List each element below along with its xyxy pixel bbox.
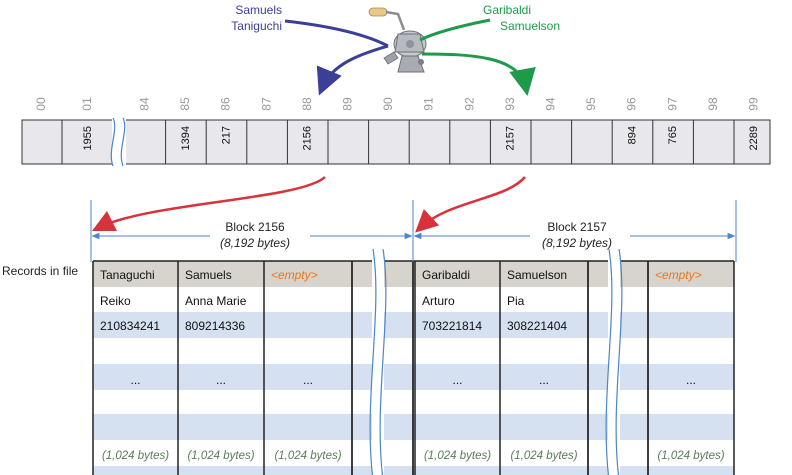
slot-label: 98 (706, 97, 720, 111)
slot-label: 96 (625, 97, 639, 111)
slot-label: 87 (259, 97, 273, 111)
hash-arrow-green (419, 18, 491, 42)
record-id: 210834241 (100, 319, 160, 333)
record-size-note: (1,024 bytes) (274, 450, 341, 462)
slot-value: 2289 (748, 126, 760, 150)
slot-label: 00 (34, 97, 48, 111)
slot-value: 2156 (302, 126, 314, 150)
record-id: 809214336 (185, 319, 245, 333)
hash-input-samuels: Samuels (235, 3, 282, 17)
pointer-arrow-2156 (91, 176, 326, 232)
slot-label: 97 (665, 97, 679, 111)
record-header: <empty> (655, 268, 702, 282)
hash-arrow-blue (284, 19, 389, 48)
record-id: 308221404 (507, 319, 567, 333)
block-break-gap (608, 249, 620, 475)
record-size-note: (1,024 bytes) (510, 450, 577, 462)
slot-value: 1955 (82, 126, 94, 150)
hash-arrow-blue-to-88 (316, 44, 389, 96)
record-id: 703221814 (422, 319, 482, 333)
block-break-line (605, 248, 613, 475)
record-size-note: (1,024 bytes) (657, 450, 724, 462)
record-ellipsis: ... (130, 373, 140, 387)
table-break-gap (112, 119, 126, 165)
record-first-name: Arturo (422, 294, 455, 308)
meat-grinder-icon (368, 7, 427, 73)
slot-value: 894 (626, 126, 638, 144)
slot-value: 217 (220, 126, 232, 144)
record-header: Garibaldi (422, 268, 470, 282)
slot-label: 91 (422, 97, 436, 111)
slot-label: 95 (584, 97, 598, 111)
hash-input-taniguchi: Taniguchi (231, 19, 282, 33)
record-first-name: Pia (507, 294, 525, 308)
table-break-line (110, 117, 116, 167)
block-title-2157: Block 2157 (547, 220, 607, 234)
record-ellipsis: ... (216, 373, 226, 387)
record-first-name: Anna Marie (185, 294, 247, 308)
block-break-line (615, 248, 623, 475)
block-title-2156: Block 2156 (225, 220, 285, 234)
record-ellipsis: ... (303, 373, 313, 387)
slot-value: 2157 (505, 126, 517, 150)
slot-label: 84 (137, 97, 151, 111)
slot-label: 90 (381, 97, 395, 111)
slot-label: 86 (219, 97, 233, 111)
slot-value: 1394 (180, 126, 192, 150)
record-first-name: Reiko (100, 294, 131, 308)
record-header: Tanaguchi (100, 268, 155, 282)
pointer-arrow-2157 (415, 176, 526, 233)
table-break-line (120, 117, 126, 167)
slot-label: 88 (300, 97, 314, 111)
slot-label: 93 (503, 97, 517, 111)
block-size-2156: (8,192 bytes) (220, 236, 290, 250)
record-header: <empty> (271, 268, 318, 282)
record-ellipsis: ... (452, 373, 462, 387)
hash-arrow-green-to-93 (421, 52, 536, 96)
slot-value: 765 (667, 126, 679, 144)
block-size-2157: (8,192 bytes) (542, 236, 612, 250)
slot-label: 94 (543, 97, 557, 111)
record-header: Samuelson (507, 268, 567, 282)
slot-label: 89 (340, 97, 354, 111)
block-break-line (379, 248, 387, 475)
block-break-line (369, 248, 377, 475)
record-size-note: (1,024 bytes) (424, 450, 491, 462)
slot-label: 99 (746, 97, 760, 111)
record-ellipsis: ... (686, 373, 696, 387)
slot-labels: 00 01 84 85 86 87 88 89 90 91 92 93 94 95 96 97 98 99 (34, 97, 760, 111)
block-break-gap (372, 249, 384, 475)
slot-label: 01 (80, 97, 94, 111)
hash-table: 1955 1394 217 2156 2157 894 765 2289 (21, 117, 771, 167)
hash-input-garibaldi: Garibaldi (483, 3, 531, 17)
record-header: Samuels (185, 268, 232, 282)
slot-label: 85 (178, 97, 192, 111)
slot-label: 92 (462, 97, 476, 111)
record-size-note: (1,024 bytes) (187, 450, 254, 462)
hash-table-band (21, 119, 771, 165)
hash-input-samuelson: Samuelson (500, 19, 560, 33)
records-in-file-label: Records in file (2, 264, 78, 278)
record-ellipsis: ... (539, 373, 549, 387)
record-size-note: (1,024 bytes) (102, 450, 169, 462)
